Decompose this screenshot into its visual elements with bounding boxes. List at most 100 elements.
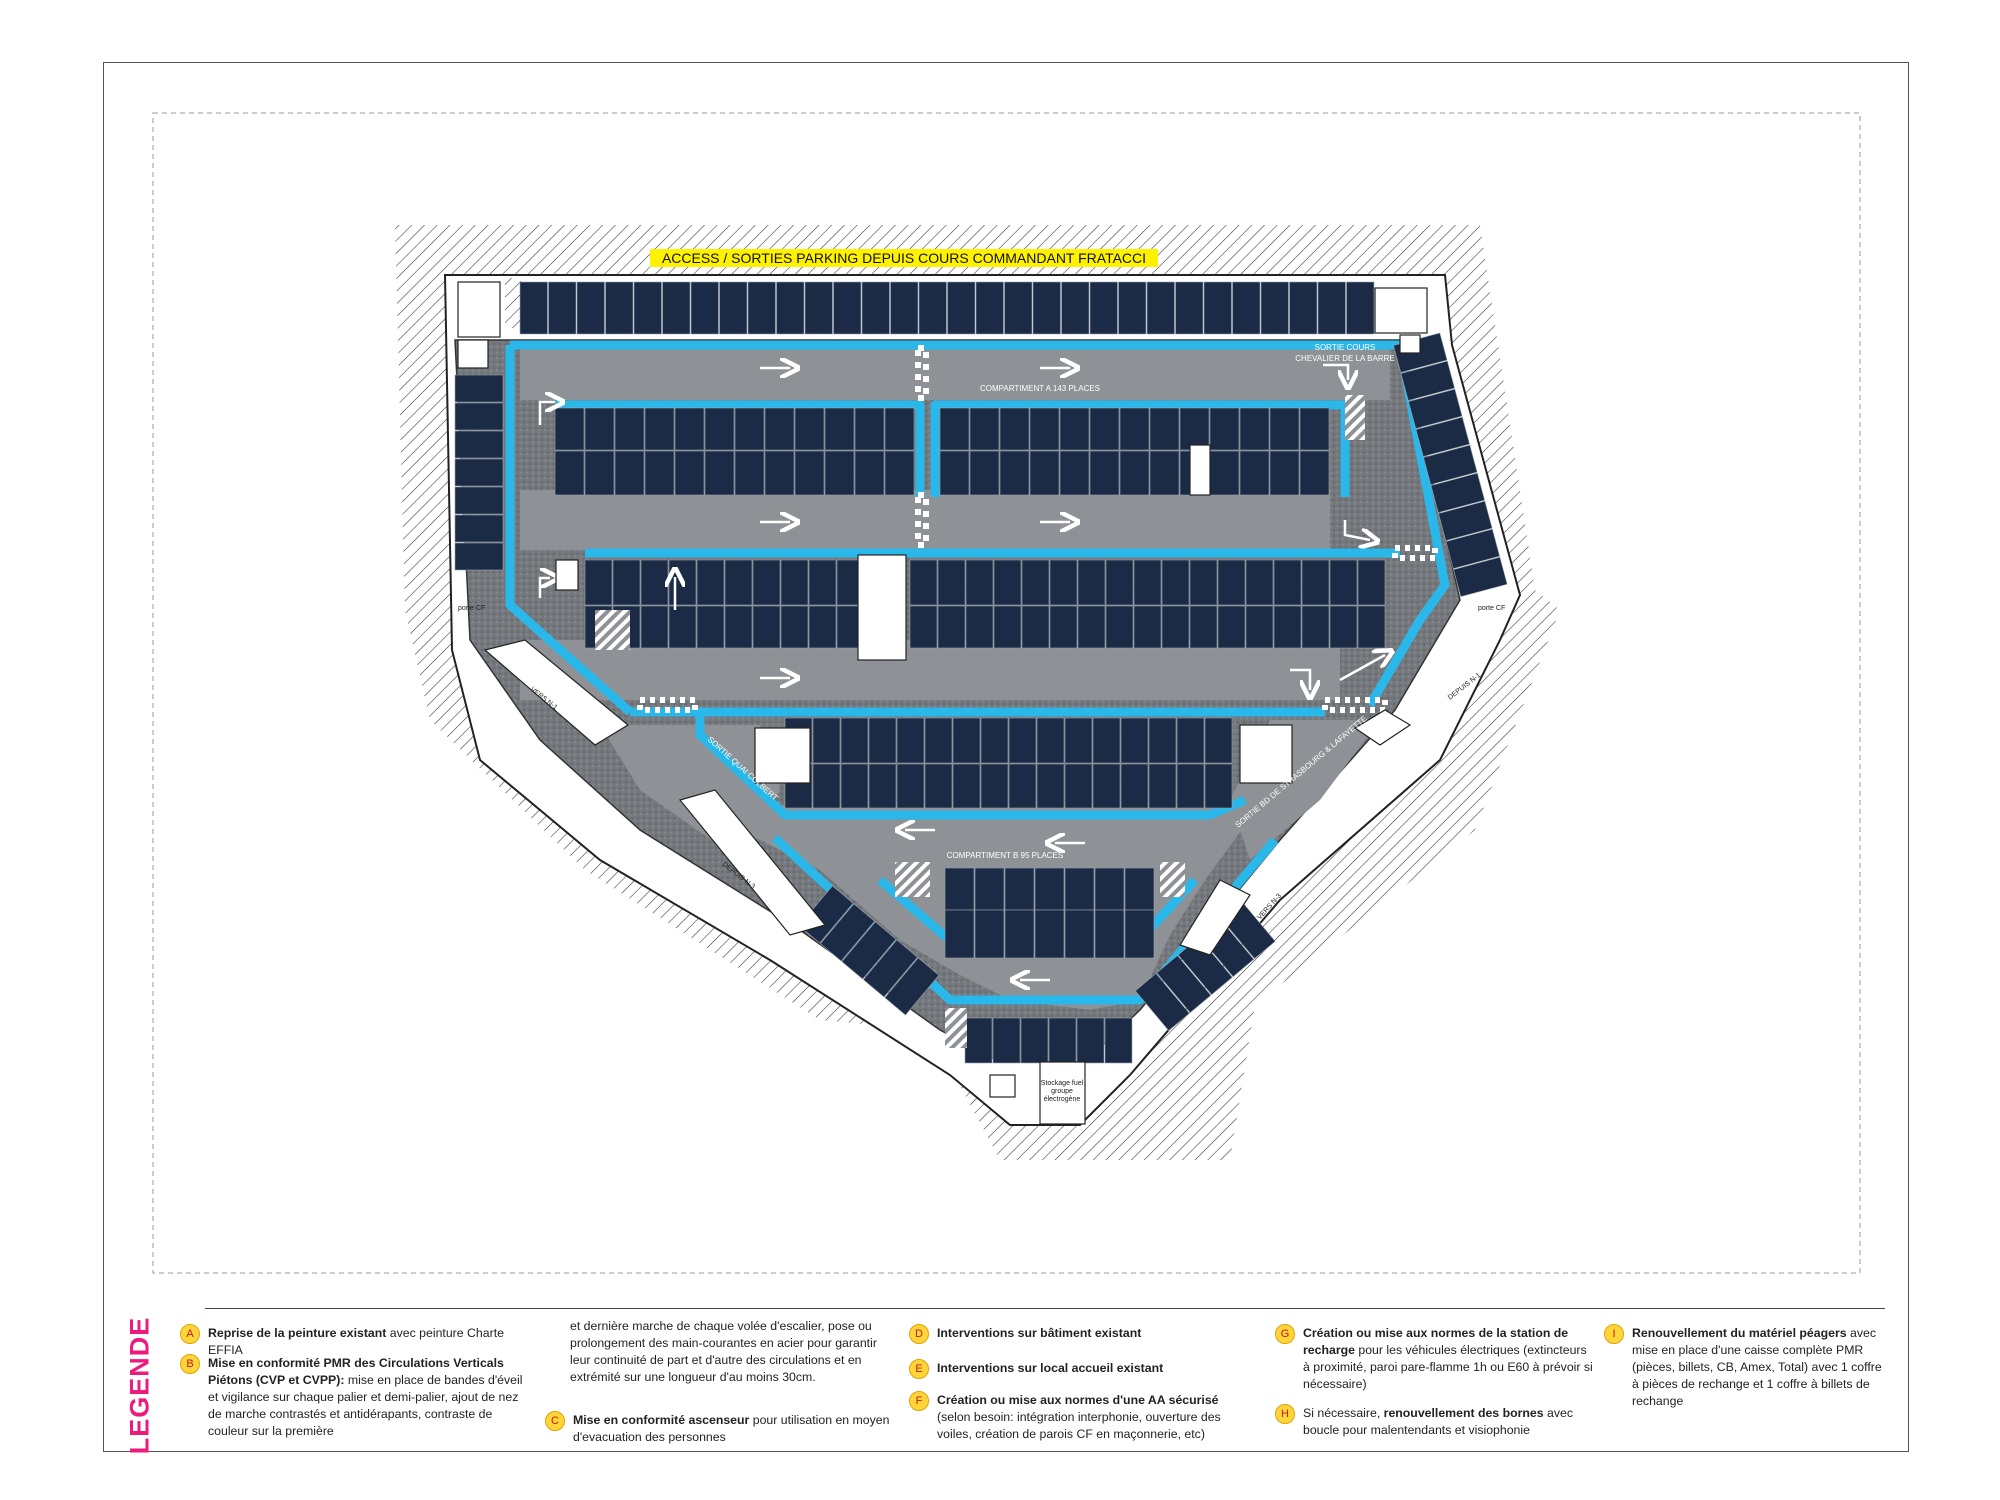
- legend-badge-d: D: [909, 1324, 929, 1344]
- parking-bay: [884, 450, 915, 496]
- parking-bay: [1301, 559, 1330, 606]
- parking-bay: [704, 407, 735, 451]
- parking-bay: [854, 407, 885, 451]
- parking-bay: [640, 605, 669, 649]
- legend-item-h: H Si nécessaire, renouvellement des born…: [1275, 1404, 1593, 1439]
- parking-bay: [1209, 450, 1240, 496]
- parking-bay: [969, 407, 1000, 451]
- dashed-sheet-border: [152, 112, 1861, 1274]
- traffic-arrows: [538, 365, 1385, 980]
- parking-row-top: [519, 281, 1375, 335]
- parking-bay: [1049, 559, 1078, 606]
- parking-bay: [1317, 281, 1346, 335]
- stockage-line2: groupe: [1051, 1088, 1073, 1095]
- legend-badge-h: H: [1275, 1404, 1295, 1424]
- parking-bay: [840, 717, 869, 764]
- access-banner-bg: [650, 249, 1158, 267]
- parking-bay: [704, 450, 735, 496]
- parking-block-b2: [944, 867, 1155, 959]
- parking-bay: [1217, 559, 1246, 606]
- parking-bay: [1189, 605, 1218, 649]
- parking-bay: [1094, 909, 1125, 959]
- parking-bay: [980, 763, 1009, 809]
- parking-bay: [952, 763, 981, 809]
- parking-bay: [454, 374, 504, 403]
- parking-bay: [1133, 605, 1162, 649]
- parking-bay: [1020, 1017, 1049, 1064]
- parking-bay: [752, 559, 781, 606]
- parking-bay: [1423, 444, 1478, 485]
- parking-bay: [1260, 281, 1289, 335]
- parking-bay: [890, 281, 919, 335]
- legend-divider: [205, 1308, 1885, 1309]
- parking-bay: [1438, 500, 1493, 541]
- parking-bay: [820, 903, 876, 962]
- parking-bay: [965, 559, 994, 606]
- parking-bay: [944, 909, 975, 959]
- parking-bay: [918, 281, 947, 335]
- parking-bay: [734, 450, 765, 496]
- parking-bay: [969, 450, 1000, 496]
- parking-bay: [674, 450, 705, 496]
- parking-bay: [614, 407, 645, 451]
- parking-bay: [614, 450, 645, 496]
- parking-bay: [576, 281, 605, 335]
- parking-bay: [794, 450, 825, 496]
- legend-item-c: C Mise en conformité ascenseur pour util…: [545, 1411, 898, 1446]
- legend-item-b-continued: et dernière marche de chaque volée d'esc…: [570, 1319, 877, 1384]
- parking-bay: [993, 605, 1022, 649]
- parking-bay: [1092, 717, 1121, 764]
- drawing-frame: [103, 62, 1909, 1452]
- hatched-zones: [505, 278, 1365, 1048]
- parking-bay: [644, 450, 675, 496]
- parking-bay: [1008, 763, 1037, 809]
- parking-bay: [724, 559, 753, 606]
- parking-bay: [1245, 559, 1274, 606]
- parking-bay: [939, 450, 970, 496]
- parking-bay: [454, 514, 504, 543]
- parking-bay: [1329, 559, 1358, 606]
- parking-bay: [1329, 605, 1358, 649]
- parking-bay: [633, 281, 662, 335]
- legend-item-e: E Interventions sur local accueil exista…: [909, 1359, 1237, 1379]
- parking-bay: [1064, 867, 1095, 911]
- parking-block-a2: [939, 407, 1330, 496]
- ramps: [483, 639, 1412, 956]
- parking-bay: [975, 281, 1004, 335]
- parking-bay: [1094, 867, 1125, 911]
- parking-bay: [1133, 559, 1162, 606]
- parking-bay: [454, 542, 504, 571]
- parking-bay: [1245, 605, 1274, 649]
- parking-bay: [1161, 605, 1190, 649]
- parking-bay: [519, 281, 548, 335]
- parking-bay: [1161, 559, 1190, 606]
- parking-bay: [999, 407, 1030, 451]
- parking-bay: [612, 559, 641, 606]
- parking-bay: [944, 867, 975, 911]
- parking-bay: [1036, 763, 1065, 809]
- parking-bay: [1120, 763, 1149, 809]
- parking-bay: [1299, 407, 1330, 451]
- parking-bay: [1299, 450, 1330, 496]
- parking-bay: [1119, 450, 1150, 496]
- parking-bay: [1273, 559, 1302, 606]
- parking-bay: [974, 909, 1005, 959]
- parking-bay: [734, 407, 765, 451]
- parking-bay: [644, 407, 675, 451]
- parking-bay: [1179, 407, 1210, 451]
- parking-bay: [584, 407, 615, 451]
- parking-bay: [1064, 717, 1093, 764]
- parking-bay: [840, 763, 869, 809]
- parking-bay: [1273, 605, 1302, 649]
- parking-bay: [554, 407, 585, 451]
- parking-bay: [1400, 360, 1455, 401]
- parking-bay: [1077, 605, 1106, 649]
- parking-bay: [1176, 717, 1205, 764]
- parking-bay: [1049, 605, 1078, 649]
- parking-bay: [1148, 763, 1177, 809]
- parking-bay: [1204, 763, 1233, 809]
- parking-bay: [1008, 717, 1037, 764]
- parking-bay: [824, 407, 855, 451]
- parking-bay: [584, 559, 613, 606]
- parking-bay: [1034, 867, 1065, 911]
